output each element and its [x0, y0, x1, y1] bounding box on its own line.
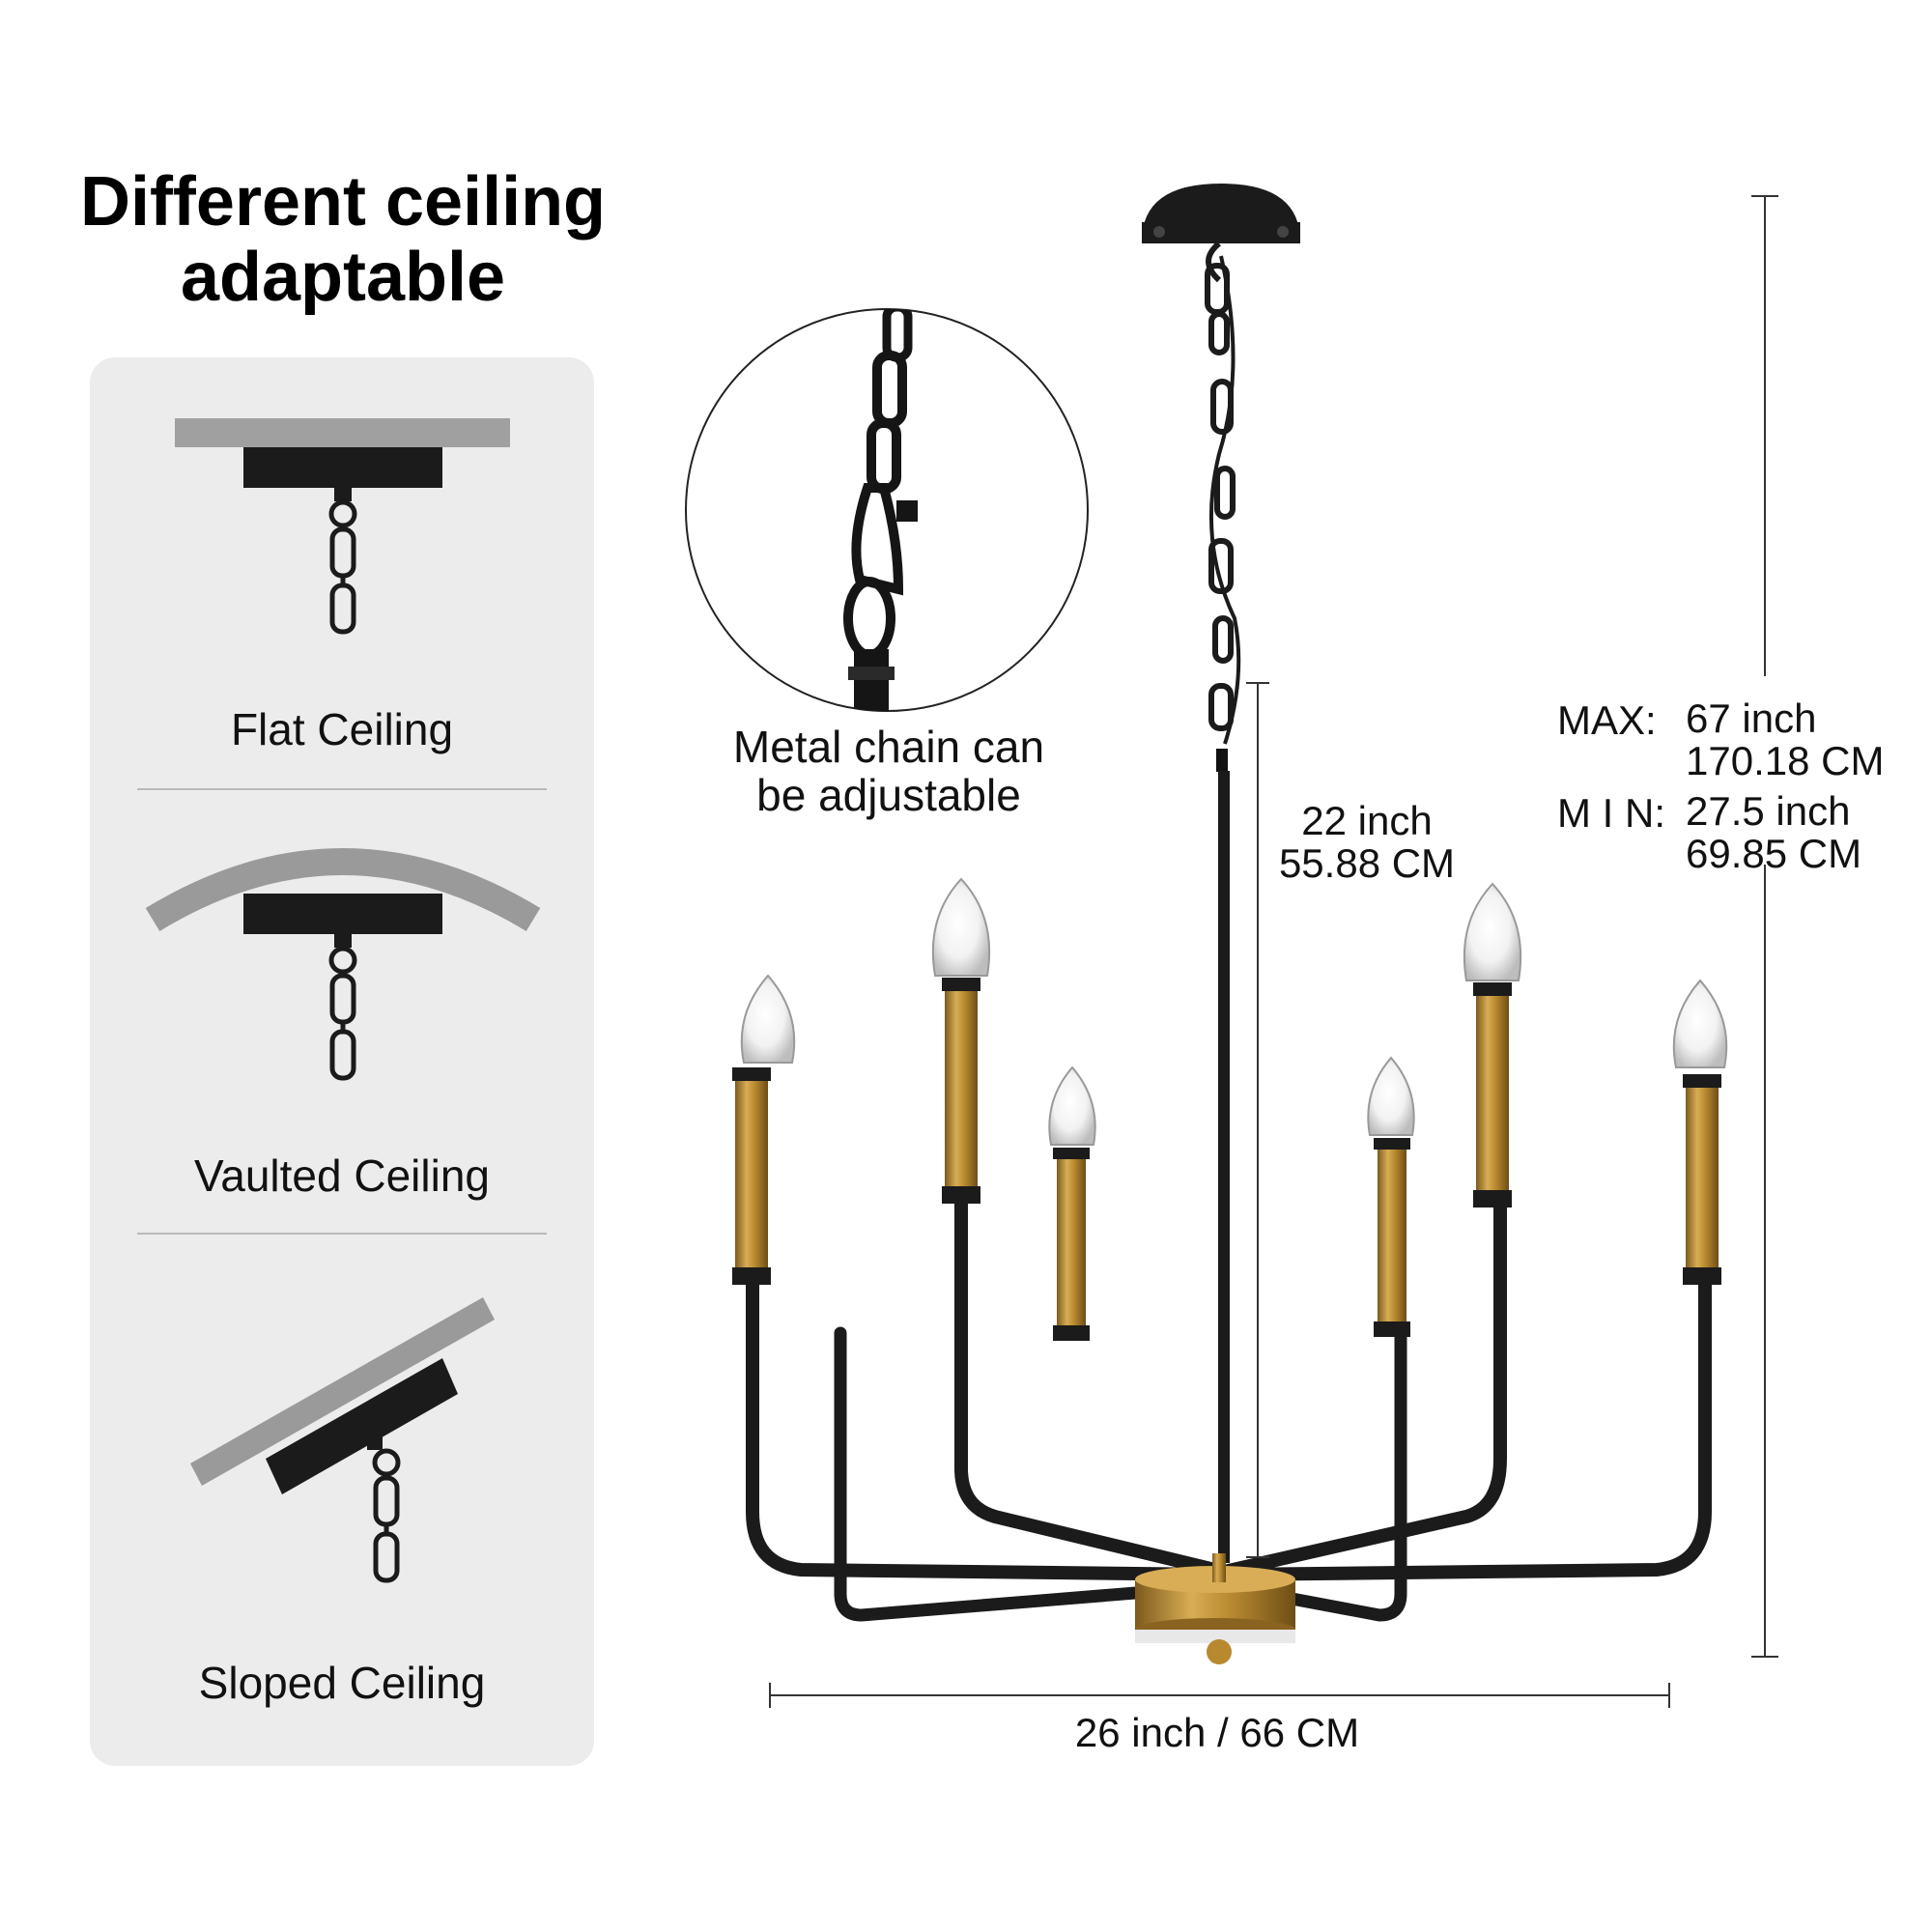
- chandelier-image: [732, 184, 1728, 1664]
- sloped-ceiling-icon: [190, 1297, 495, 1583]
- chain-callout-line-2: be adjustable: [756, 770, 1021, 820]
- vaulted-ceiling-icon: [145, 848, 541, 1081]
- min-label: M I N:: [1557, 790, 1665, 836]
- chain-closeup-icon: [843, 309, 918, 711]
- flat-ceiling-label: Flat Ceiling: [230, 704, 454, 754]
- candle-bulb-4: [1367, 1056, 1415, 1337]
- title-line-2: adaptable: [180, 239, 506, 316]
- divider: [137, 788, 547, 790]
- max-label: MAX:: [1557, 697, 1657, 743]
- max-cm: 170.18 CM: [1686, 738, 1885, 783]
- width-label: 26 inch / 66 CM: [1074, 1710, 1360, 1755]
- overall-height-dimension-line: [1751, 195, 1778, 1658]
- chain-callout: Metal chain can be adjustable: [676, 723, 1101, 819]
- body-height-dimension-line: [1246, 682, 1269, 1558]
- chain-callout-line-1: Metal chain can: [732, 722, 1045, 772]
- candle-bulb-2: [931, 877, 991, 1204]
- page-title: Different ceiling adaptable: [58, 164, 628, 315]
- flat-ceiling-icon: [175, 418, 510, 635]
- chain-zoom-circle: [685, 308, 1089, 712]
- max-values: 67 inch 170.18 CM: [1686, 697, 1884, 782]
- candle-bulb-3: [1048, 1065, 1096, 1341]
- candle-bulb-6: [1672, 979, 1728, 1285]
- body-height-cm: 55.88 CM: [1278, 840, 1456, 886]
- candle-bulb-1: [732, 974, 796, 1285]
- vaulted-ceiling-label: Vaulted Ceiling: [193, 1151, 490, 1201]
- min-cm: 69.85 CM: [1686, 831, 1862, 876]
- max-inch: 67 inch: [1686, 696, 1817, 741]
- ceiling-types-panel: [90, 357, 594, 1766]
- candle-bulb-5: [1463, 882, 1522, 1208]
- min-inch: 27.5 inch: [1686, 788, 1851, 834]
- title-line-1: Different ceiling: [79, 163, 607, 241]
- body-height-inch: 22 inch: [1301, 798, 1433, 843]
- body-height-label: 22 inch 55.88 CM: [1256, 800, 1478, 885]
- width-dimension-line: [769, 1683, 1670, 1708]
- sloped-ceiling-label: Sloped Ceiling: [198, 1658, 486, 1708]
- divider: [137, 1233, 547, 1235]
- min-values: 27.5 inch 69.85 CM: [1686, 790, 1861, 875]
